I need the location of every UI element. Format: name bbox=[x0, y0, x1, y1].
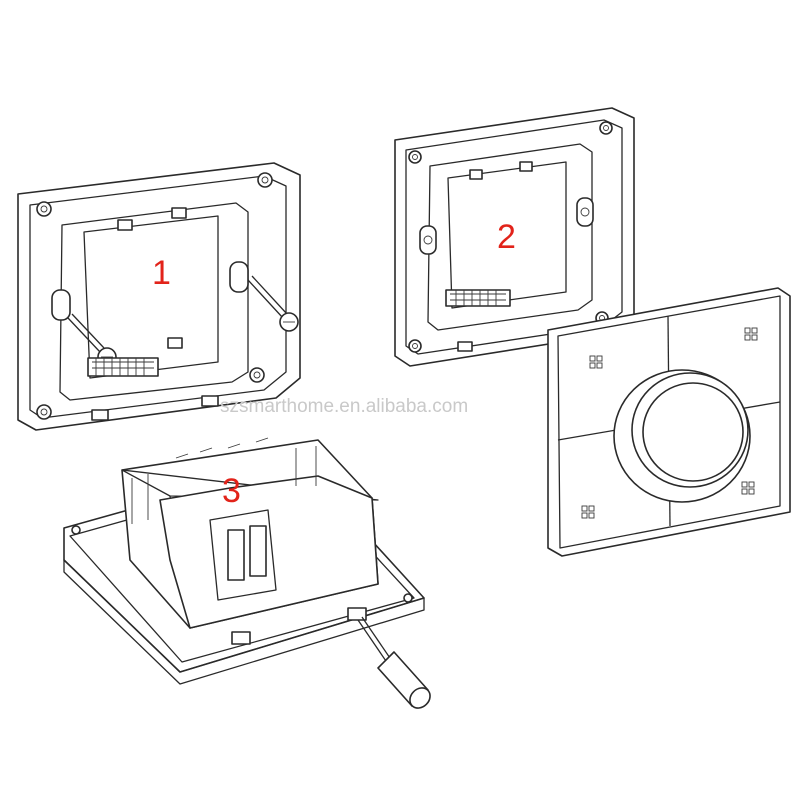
front-cover-panel bbox=[547, 287, 791, 557]
step-3-module-assembly: 3 bbox=[63, 437, 431, 709]
step-1-mounting-frame: 1 bbox=[17, 162, 301, 431]
step-3-label: 3 bbox=[222, 472, 241, 510]
watermark-text: szsmarthome.en.alibaba.com bbox=[220, 396, 468, 417]
step-1-label: 1 bbox=[152, 254, 171, 292]
step-2-label: 2 bbox=[497, 218, 516, 256]
panel-touch-icons bbox=[581, 327, 758, 519]
